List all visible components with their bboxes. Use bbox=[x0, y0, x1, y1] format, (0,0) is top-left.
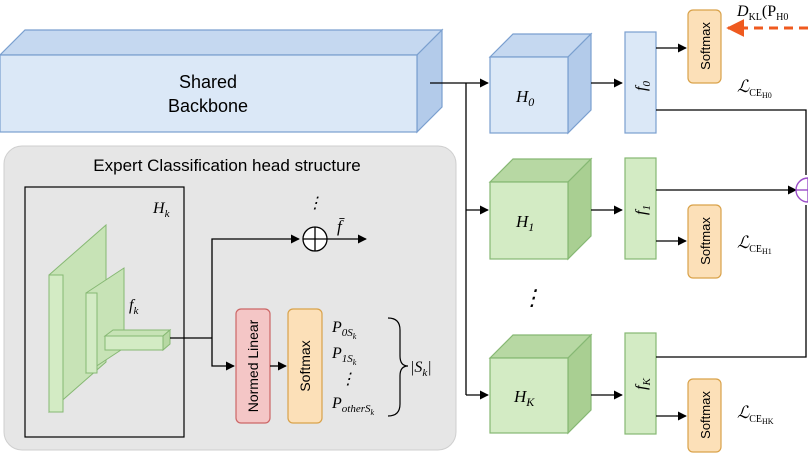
kl-loss-label: DKL(PH0 bbox=[736, 3, 788, 23]
setsize-label: |Sk| bbox=[410, 359, 432, 379]
softmax-h0: Softmax bbox=[687, 9, 722, 84]
h1-label: H1 bbox=[515, 212, 534, 234]
softmax-hk-label: Softmax bbox=[698, 391, 713, 439]
expert-h1: H1 bbox=[488, 157, 593, 261]
backbone-label-line1: Shared bbox=[179, 72, 237, 92]
fk-expert-label: fK bbox=[633, 377, 653, 389]
hk-layers bbox=[48, 223, 172, 414]
h0-label: H0 bbox=[515, 87, 534, 109]
backbone-label-line2: Backbone bbox=[168, 96, 248, 116]
hk-label: Hk bbox=[152, 200, 171, 220]
aggregation-lines bbox=[656, 109, 807, 358]
expert-dots: ⋮ bbox=[521, 285, 543, 310]
pother-label: PotherSk bbox=[331, 395, 375, 417]
inset-panel: Expert Classification head structure Hk … bbox=[3, 145, 457, 451]
normed-linear-label: Normed Linear bbox=[245, 319, 261, 412]
shared-backbone: Shared Backbone bbox=[0, 28, 444, 134]
ce-hk-label: ℒCEHK bbox=[737, 403, 774, 426]
hk-frame bbox=[24, 186, 185, 438]
f0-block: f0 bbox=[624, 31, 657, 134]
routing-lines bbox=[430, 78, 489, 400]
softmax-h0-label: Softmax bbox=[698, 22, 713, 70]
hk-expert-label: HK bbox=[513, 387, 535, 409]
fk-label: fk bbox=[129, 297, 139, 317]
p1-label: P1Sk bbox=[331, 345, 357, 367]
f0-label: f0 bbox=[633, 81, 653, 91]
output-brace bbox=[387, 317, 409, 417]
softmax-h1-label: Softmax bbox=[698, 217, 713, 265]
p0-label: P0Sk bbox=[331, 319, 357, 341]
ce-h1-label: ℒCEH1 bbox=[737, 233, 772, 256]
fk-expert-block: fK bbox=[624, 332, 657, 435]
softmax-hk: Softmax bbox=[687, 378, 722, 453]
p-dots: ⋮ bbox=[340, 371, 356, 388]
inset-title: Expert Classification head structure bbox=[93, 156, 360, 175]
expert-hk: HK bbox=[488, 333, 593, 435]
sum-dots: ⋮ bbox=[307, 195, 323, 212]
expert-h0: H0 bbox=[488, 32, 593, 135]
softmax-h1: Softmax bbox=[687, 204, 722, 279]
ce-h0-label: ℒCEH0 bbox=[737, 77, 772, 100]
f1-block: f1 bbox=[624, 157, 657, 260]
inset-softmax-block bbox=[287, 308, 323, 424]
f1-label: f1 bbox=[633, 205, 653, 215]
inset-softmax-label: Softmax bbox=[297, 340, 313, 391]
sum-node-inset bbox=[302, 226, 328, 252]
fbar-label: f̄ bbox=[337, 217, 345, 236]
